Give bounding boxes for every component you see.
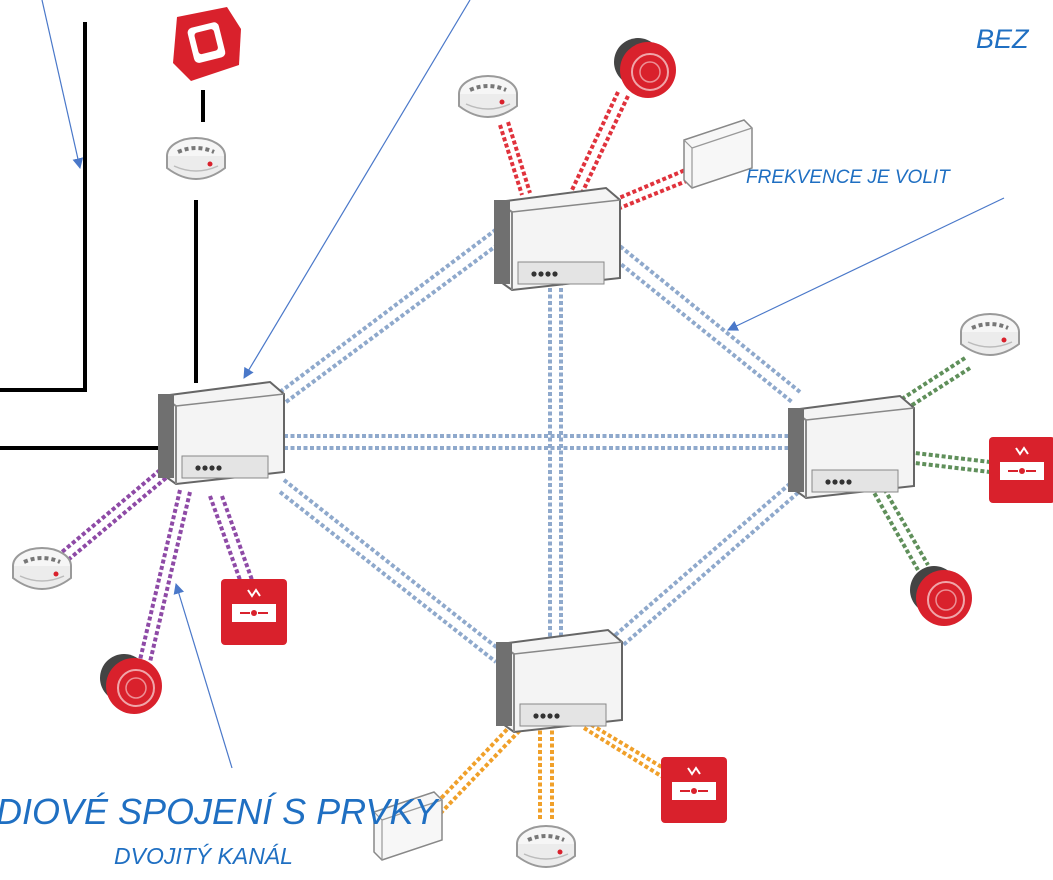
wired-loop-line [0, 22, 87, 392]
label-dvojity-kanal: DVOJITÝ KANÁL [114, 843, 293, 869]
smoke-detector-icon [457, 74, 519, 119]
manual-call-point-icon [988, 436, 1053, 504]
translator-module-top [493, 187, 621, 291]
mesh-link-left-top [278, 226, 506, 404]
smoke-detector-icon [515, 824, 577, 869]
mesh-links [278, 226, 810, 664]
callout-arrow [173, 582, 233, 769]
translator-module-right [787, 395, 915, 499]
mesh-link-left-right [284, 434, 790, 450]
callout-arrow [727, 197, 1005, 331]
mesh-link-left-bottom [278, 478, 502, 664]
callout-arrow [41, 0, 84, 170]
label-frekvence: FREKVENCE JE VOLIT [746, 167, 951, 188]
sounder-icon [613, 37, 677, 99]
label-radiove-spojeni: DIOVÉ SPOJENÍ S PRVKY [0, 791, 440, 832]
mesh-link-top-right [594, 228, 802, 404]
mesh-link-right-bottom [596, 473, 810, 662]
smoke-detector-icon [959, 312, 1021, 357]
smoke-detector-icon [165, 136, 227, 181]
io-module-icon [683, 119, 753, 189]
smoke-detector-icon [11, 546, 73, 591]
translator-module-left [157, 381, 285, 485]
manual-call-point-icon [220, 578, 288, 646]
sounder-icon [99, 653, 163, 715]
device-links-bottom [426, 716, 676, 820]
wall-beacon-icon [173, 7, 241, 81]
sounder-icon [909, 565, 973, 627]
callout-arrows [41, 0, 1005, 769]
mesh-link-top-bottom [548, 275, 563, 640]
translator-module-bottom [495, 629, 623, 733]
device-links-left [60, 468, 254, 663]
label-bez: BEZ [976, 24, 1030, 54]
callout-arrow [243, 0, 471, 379]
wired-loop [0, 22, 205, 450]
manual-call-point-icon [660, 756, 728, 824]
